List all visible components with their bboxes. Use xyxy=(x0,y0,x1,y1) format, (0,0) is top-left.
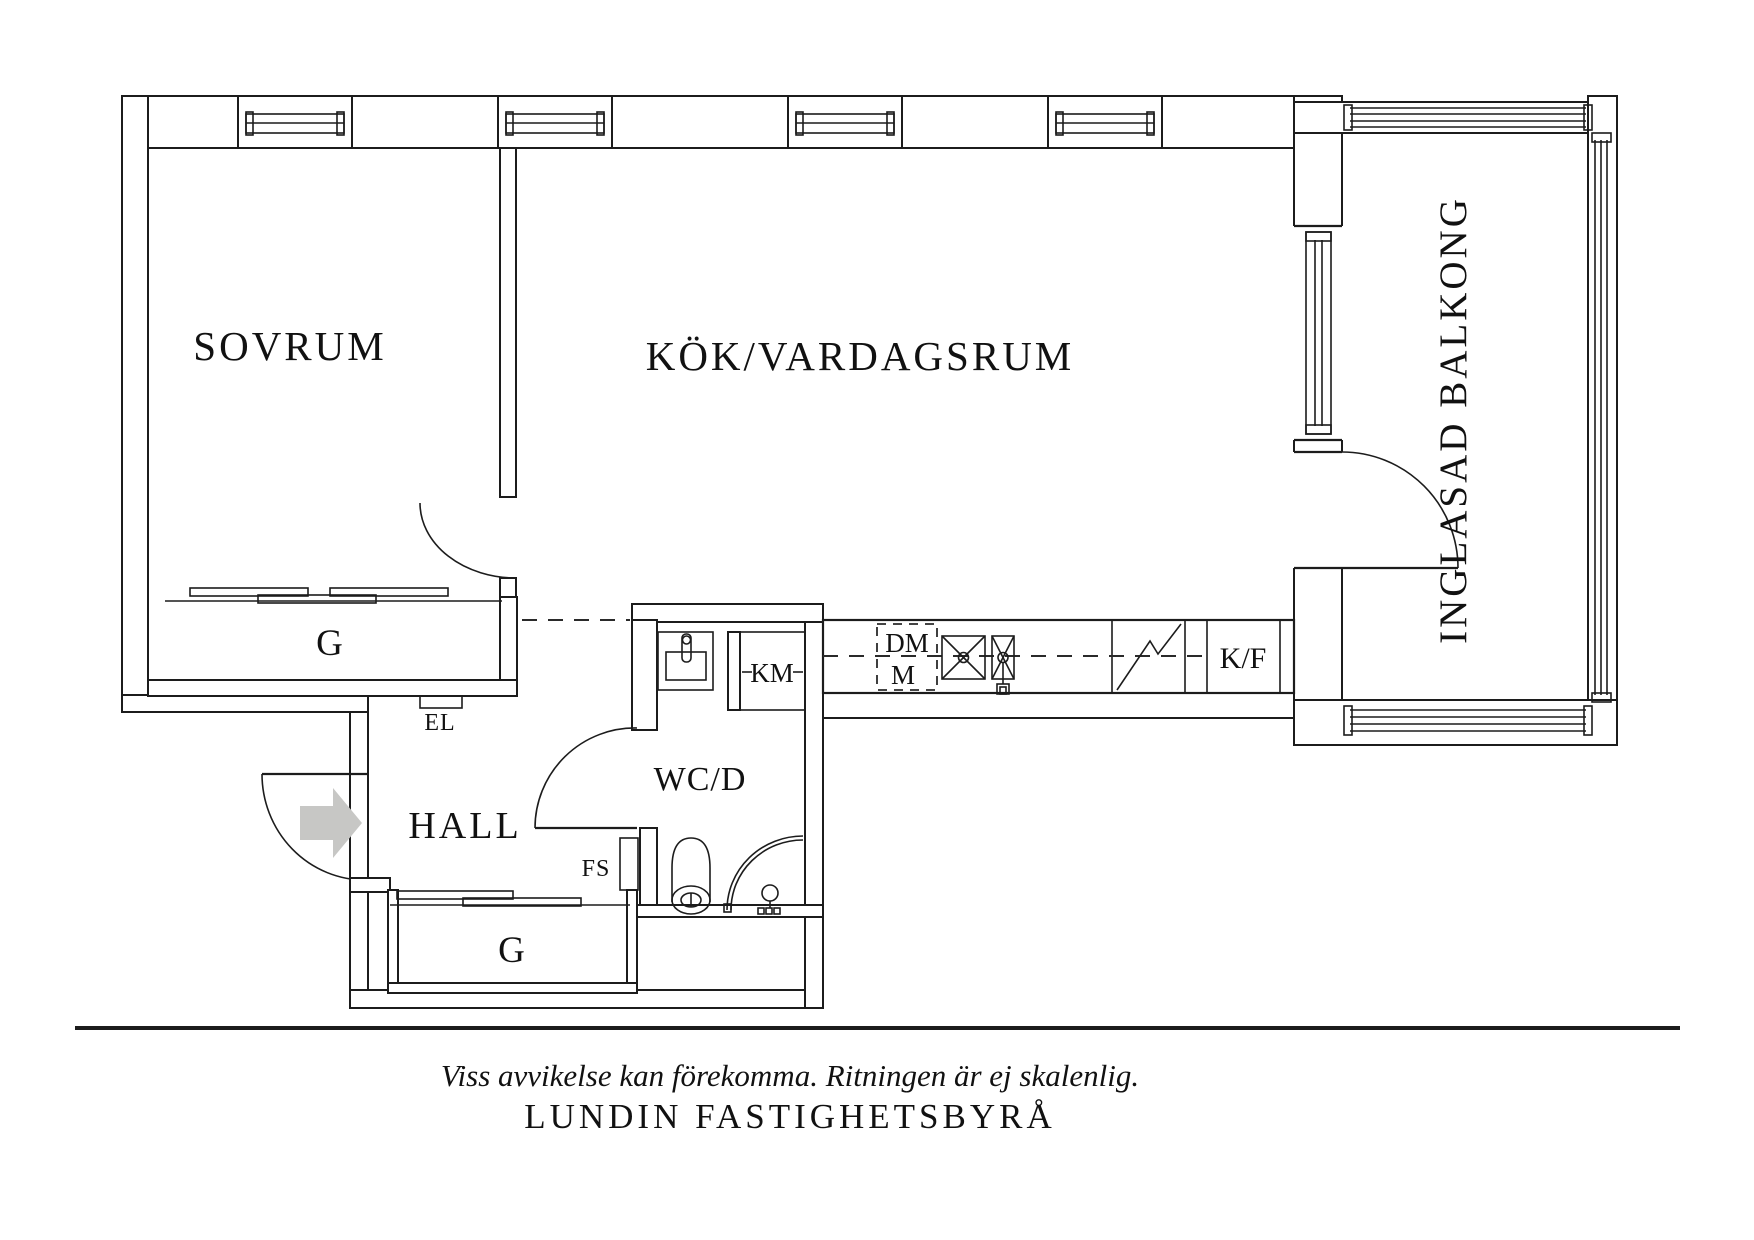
dm-label: DM xyxy=(885,628,929,658)
fs-cabinet-icon xyxy=(619,837,639,891)
facade-windows xyxy=(237,95,1163,149)
closet-upper-label: G xyxy=(316,623,344,664)
km-label: KM xyxy=(750,658,794,688)
kitchen-counter xyxy=(821,618,1296,695)
hall-label: HALL xyxy=(408,805,521,847)
bedroom-partition xyxy=(419,147,517,601)
kf-label: K/F xyxy=(1220,642,1267,675)
balcony-label: INGLASAD BALKONG xyxy=(1432,196,1475,644)
kitchen-balcony-window-icon xyxy=(1292,224,1344,442)
fs-label: FS xyxy=(582,856,611,882)
shower-icon xyxy=(723,835,804,915)
window-icon xyxy=(237,95,353,149)
window-icon xyxy=(497,95,613,149)
company-name: LUNDIN FASTIGHETSBYRÅ xyxy=(524,1097,1056,1136)
sliding-door-icon xyxy=(396,890,582,907)
washing-machine-icon xyxy=(739,631,806,711)
entry-door xyxy=(261,772,368,881)
toilet-icon xyxy=(671,837,711,915)
balcony-window-bottom-icon xyxy=(1343,705,1593,736)
balcony-door xyxy=(1292,450,1459,570)
stove-icon xyxy=(941,635,986,680)
balcony-window-east-icon xyxy=(1591,132,1612,703)
wc-room xyxy=(534,603,824,918)
disclaimer-text: Viss avvikelse kan förekomma. Ritningen … xyxy=(441,1058,1139,1093)
el-cabinet-icon xyxy=(419,695,463,709)
window-icon xyxy=(787,95,903,149)
closet-lower xyxy=(349,877,638,994)
wc-door xyxy=(534,727,638,830)
washbasin-icon xyxy=(657,631,714,691)
bedroom-label: SOVRUM xyxy=(193,323,386,369)
kitchen-label: KÖK/VARDAGSRUM xyxy=(646,333,1075,379)
window-icon xyxy=(1047,95,1163,149)
sink-icon xyxy=(991,635,1015,695)
m-label: M xyxy=(891,660,915,690)
outer-walls xyxy=(121,95,1618,1009)
sliding-door-icon xyxy=(189,587,449,604)
wc-label: WC/D xyxy=(654,761,747,798)
bedroom-door-arc xyxy=(419,502,517,579)
balcony-window-top-icon xyxy=(1343,104,1593,131)
counter-break-icon xyxy=(1116,623,1182,691)
closet-upper xyxy=(147,587,518,709)
closet-lower-label: G xyxy=(498,930,526,971)
balcony-glazing xyxy=(1343,104,1612,736)
el-label: EL xyxy=(424,710,455,736)
entry-arrow-icon xyxy=(300,788,362,858)
